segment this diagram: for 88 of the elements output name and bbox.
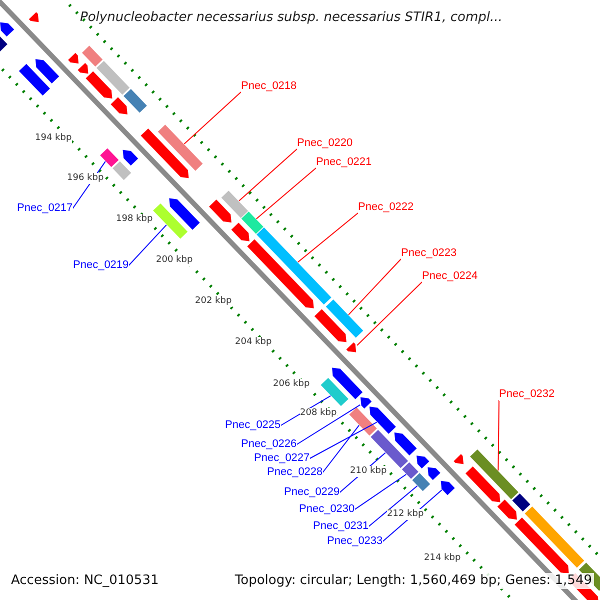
leader-line	[348, 258, 402, 316]
gene-bar	[18, 62, 52, 97]
gene-block	[0, 21, 16, 38]
gene-block	[452, 452, 464, 466]
gene-block	[416, 454, 430, 470]
leader-line	[322, 424, 360, 473]
gene-block	[464, 465, 502, 504]
scale-label: 198 kbp	[116, 214, 153, 225]
scale-label: 196 kbp	[67, 173, 104, 184]
gene-block	[140, 127, 190, 180]
gene-block	[66, 52, 80, 64]
gene-block	[331, 366, 364, 400]
gene-bar	[152, 202, 189, 240]
gene-block	[440, 480, 456, 496]
gene-bar	[122, 88, 148, 114]
leader-line	[256, 168, 316, 220]
gene-block	[34, 58, 60, 85]
gene-bar	[411, 472, 432, 492]
gene-bar	[220, 190, 250, 220]
gene-block	[345, 341, 358, 354]
leader-line	[356, 282, 422, 346]
gene-label: Pnec_0232	[499, 388, 555, 401]
gene-bar	[324, 298, 364, 339]
gene-bar	[511, 492, 532, 513]
gene-block	[84, 70, 114, 100]
gene-label: Pnec_0231	[313, 520, 369, 533]
gene-block	[426, 466, 442, 482]
gene-block	[368, 406, 398, 435]
gene-bar	[255, 226, 332, 306]
gene-label: Pnec_0222	[358, 201, 414, 214]
gene-label: Pnec_0229	[284, 486, 340, 499]
scale-label: 214 kbp	[424, 553, 461, 564]
gene-block	[208, 198, 232, 224]
gene-block	[246, 238, 315, 310]
gene-label: Pnec_0233	[327, 535, 383, 548]
gene-block	[514, 516, 570, 575]
gene-bar	[320, 376, 350, 408]
scale-label: 200 kbp	[156, 255, 193, 266]
leader-line	[309, 422, 378, 459]
gene-label: Pnec_0220	[297, 137, 353, 150]
gene-bar	[468, 448, 520, 500]
gene-bar	[156, 124, 204, 172]
gene-block	[230, 222, 250, 242]
gene-label: Pnec_0226	[241, 438, 297, 451]
map-title: Polynucleobacter necessarius subsp. necessarius STIR1, compl...	[80, 9, 502, 27]
gene-bar	[95, 60, 131, 96]
leader-line	[354, 474, 407, 510]
gene-block	[313, 308, 348, 344]
gene-bar	[524, 505, 586, 569]
scale-label: 194 kbp	[35, 133, 72, 144]
leader-line	[238, 148, 298, 202]
genome-info-text: Topology: circular; Length: 1,560,469 bp; Genes: 1,549	[232, 573, 594, 589]
gene-bar	[111, 160, 132, 182]
gene-bar	[400, 461, 420, 480]
leader-line	[368, 485, 418, 527]
gene-label: Pnec_0218	[241, 80, 297, 93]
gene-block	[110, 96, 128, 116]
gene-label: Pnec_0223	[401, 247, 457, 260]
scale-label: 208 kbp	[300, 408, 337, 419]
scale-label: 212 kbp	[387, 509, 424, 520]
gene-label: Pnec_0219	[73, 259, 129, 272]
gene-block	[76, 62, 90, 75]
gene-label: Pnec_0224	[422, 270, 478, 283]
scale-label: 210 kbp	[350, 466, 387, 477]
leader-line	[128, 224, 167, 266]
gene-block	[28, 11, 40, 24]
gene-block	[496, 498, 518, 521]
gene-label: Pnec_0225	[225, 419, 281, 432]
leader-line	[297, 212, 358, 263]
gene-block	[360, 396, 373, 410]
gene-label: Pnec_0230	[299, 503, 355, 516]
gene-block	[168, 197, 201, 231]
gene-label: Pnec_0228	[267, 466, 323, 479]
gene-label: Pnec_0217	[17, 202, 73, 215]
scale-label: 202 kbp	[195, 296, 232, 307]
leader-line	[184, 92, 242, 144]
scale-label: 206 kbp	[273, 379, 310, 390]
scale-label: 204 kbp	[235, 337, 272, 348]
gene-bar	[240, 210, 265, 236]
accession-text: Accession: NC_010531	[9, 573, 161, 589]
gene-label: Pnec_0227	[254, 452, 310, 465]
gene-bar	[98, 147, 120, 168]
leader-line	[498, 400, 500, 472]
gene-bar	[80, 44, 104, 68]
leader-line	[296, 404, 361, 445]
gene-label: Pnec_0221	[316, 156, 372, 169]
gene-bar	[348, 406, 378, 437]
gene-block	[393, 432, 418, 457]
